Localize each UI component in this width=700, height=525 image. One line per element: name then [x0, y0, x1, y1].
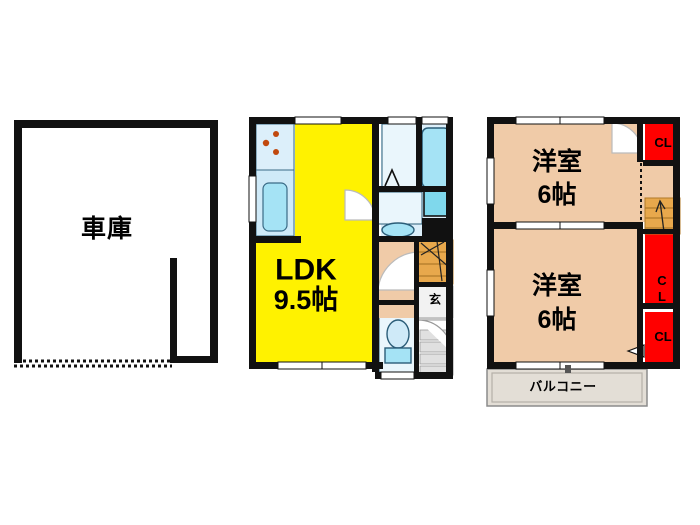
- garage-plan: [14, 120, 218, 368]
- ff-wall-toilet-left: [375, 305, 379, 375]
- sf-wall-closet-mid-top: [643, 229, 680, 234]
- toilet-bowl: [386, 319, 410, 349]
- washbasin: [381, 222, 415, 238]
- bedroom-lower-floor: [493, 229, 640, 363]
- ff-wall-washroom-bottom: [379, 186, 419, 192]
- washroom-door-chevron: [384, 168, 400, 187]
- stove-burner-1: [273, 131, 279, 137]
- stair-riser-mark: [436, 240, 443, 282]
- stair-diagonal-2: [420, 241, 445, 256]
- garage-wall-top: [14, 120, 218, 128]
- garage-wall-right: [210, 120, 218, 363]
- toilet-tank: [384, 347, 412, 364]
- garage-wall-left: [14, 120, 22, 363]
- sf-wall-closet-divider-1: [637, 117, 643, 162]
- ff-window-bottom-2: [321, 361, 367, 370]
- stove-burner-3: [273, 149, 279, 155]
- bathtub: [421, 127, 451, 189]
- ff-wall-bath-bottom: [419, 186, 453, 192]
- garage-floor: [14, 120, 218, 363]
- sf-window-top-2: [559, 116, 605, 125]
- stove-burner-2: [262, 139, 270, 147]
- ff-window-top-3: [421, 116, 449, 125]
- sf-wall-closet-top-bottom: [643, 160, 680, 166]
- kitchen-sink: [262, 182, 288, 232]
- ff-wall-hall-right-upper: [414, 240, 419, 290]
- sf-stair-arrow-stem: [659, 200, 665, 233]
- ff-kitchen-counter-wall: [256, 236, 301, 243]
- ff-wall-left: [249, 117, 256, 369]
- ff-window-bottom-1: [277, 361, 323, 370]
- first-floor-plan: [248, 116, 454, 380]
- ff-wall-genkan-top: [418, 282, 453, 287]
- sf-window-bottom-2: [559, 361, 605, 370]
- sf-window-left-2: [486, 269, 495, 317]
- sf-stair-arrow-head: [655, 199, 666, 213]
- sf-wall-closet-mid-bottom: [643, 303, 680, 309]
- ff-wall-hall-top: [375, 236, 453, 242]
- ff-window-bottom-3: [380, 371, 415, 380]
- sf-wall-right: [673, 117, 680, 369]
- garage-door-jamb: [170, 258, 177, 363]
- ff-window-left-1: [248, 175, 257, 223]
- ff-wall-right: [446, 117, 453, 379]
- sf-wall-closet-divider-2: [637, 222, 643, 369]
- ff-wall-bath-divider: [416, 120, 422, 190]
- sf-window-top-1: [515, 116, 561, 125]
- ff-wall-top: [249, 117, 453, 124]
- balcony-rail-notch: [565, 365, 571, 373]
- sf-window-left-1: [486, 157, 495, 205]
- ff-wall-toilet-right: [414, 305, 419, 375]
- ff-niche-dark: [422, 218, 453, 238]
- sf-window-mid-2: [559, 221, 605, 230]
- balcony-floor: [486, 368, 648, 407]
- wash-counter: [377, 191, 423, 225]
- ff-wall-corridor-bottom: [375, 300, 419, 305]
- second-floor-plan: [486, 116, 681, 407]
- stove-top: [255, 123, 295, 171]
- sf-window-bottom-1: [515, 361, 561, 370]
- stair-diagonal-1: [420, 242, 451, 269]
- ff-window-top-1: [294, 116, 342, 125]
- garage-wall-bottom-right: [170, 356, 218, 363]
- sf-wall-left: [487, 117, 494, 369]
- ff-wall-ldk-divider-upper: [372, 117, 379, 242]
- ff-window-top-2: [387, 116, 417, 125]
- sf-window-mid-1: [515, 221, 561, 230]
